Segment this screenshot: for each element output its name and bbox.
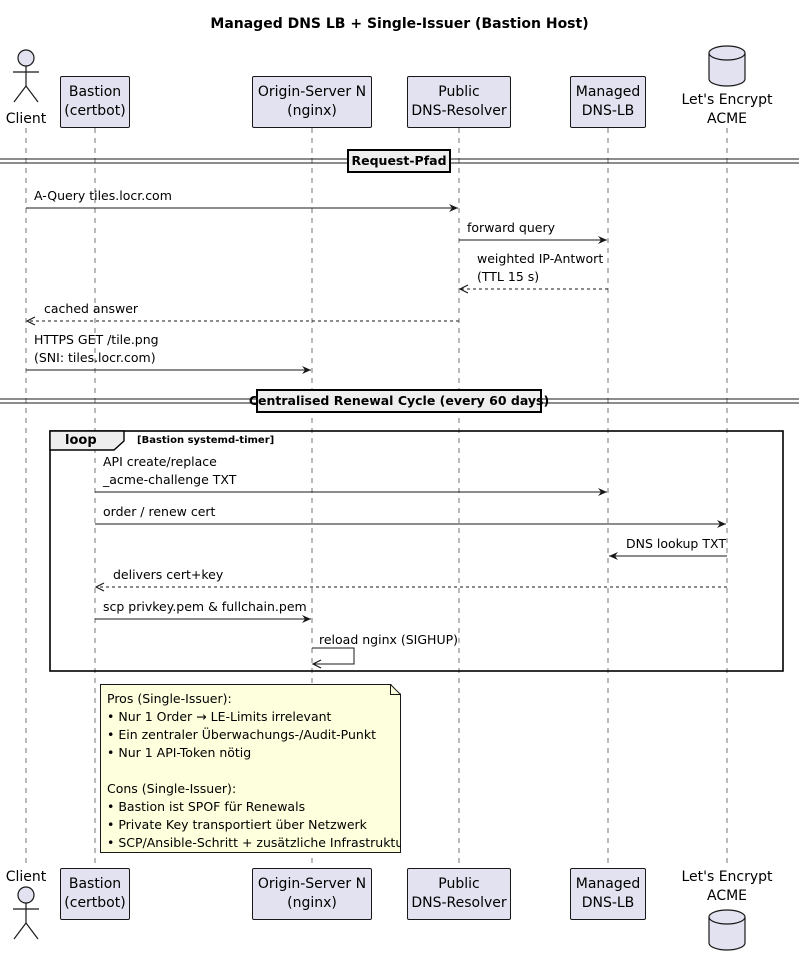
database-acme-icon-top: [708, 45, 746, 87]
label-line: ACME: [706, 111, 748, 127]
actor-client-icon-top: [13, 49, 39, 103]
message-label: weighted IP-Antwort (TTL 15 s): [477, 250, 603, 286]
database-acme-icon-bottom: [708, 909, 746, 951]
label-line: Origin-Server N: [257, 876, 367, 892]
participant-client-label-top: Client: [0, 110, 66, 129]
label-line: _acme-challenge TXT: [103, 472, 237, 487]
message-label: forward query: [467, 219, 555, 237]
label-line: (certbot): [64, 895, 126, 911]
message-label: reload nginx (SIGHUP): [319, 631, 458, 649]
message-label: HTTPS GET /tile.png (SNI: tiles.locr.com): [34, 331, 159, 367]
label-line: DNS-LB: [581, 895, 635, 911]
loop-condition: [Bastion systemd-timer]: [137, 435, 275, 446]
label-line: reload nginx (SIGHUP): [319, 632, 459, 647]
message-arrow: [312, 647, 355, 664]
label-line: Public: [438, 876, 480, 892]
label-line: Let's Encrypt: [681, 869, 773, 885]
label-line: DNS lookup TXT: [626, 536, 726, 551]
label-line: Origin-Server N: [257, 84, 367, 100]
message-label: scp privkey.pem & fullchain.pem: [103, 598, 307, 616]
participant-bastion-top: Bastion (certbot): [60, 76, 130, 128]
loop-tab: [49, 430, 125, 451]
label-line: Client: [5, 869, 47, 885]
participant-origin-top: Origin-Server N (nginx): [252, 76, 372, 128]
participant-client-label-bottom: Client: [0, 868, 66, 887]
label-line: (certbot): [64, 103, 126, 119]
label-line: scp privkey.pem & fullchain.pem: [103, 599, 307, 614]
label-line: order / renew cert: [103, 504, 216, 519]
note-line: Cons (Single-Issuer):: [107, 781, 237, 796]
label-line: HTTPS GET /tile.png: [34, 332, 159, 347]
note-line: • SCP/Ansible-Schritt + zusätzliche Infr…: [107, 835, 409, 850]
participant-bastion-bottom: Bastion (certbot): [60, 868, 130, 920]
label-line: forward query: [467, 220, 555, 235]
note-line: Pros (Single-Issuer):: [107, 691, 232, 706]
label-line: A-Query tiles.locr.com: [34, 188, 172, 203]
label-line: Client: [5, 111, 47, 127]
label-line: DNS-LB: [581, 103, 635, 119]
label-line: Managed: [575, 84, 641, 100]
loop-frame: [49, 430, 784, 672]
label-line: Public: [438, 84, 480, 100]
label-line: Let's Encrypt: [681, 92, 773, 108]
note-line: • Nur 1 Order → LE-Limits irrelevant: [107, 709, 332, 724]
loop-label: loop: [65, 433, 97, 448]
note-line: • Bastion ist SPOF für Renewals: [107, 799, 306, 814]
message-label: delivers cert+key: [113, 566, 223, 584]
label-line: Managed: [575, 876, 641, 892]
message-label: DNS lookup TXT: [626, 535, 726, 553]
label-line: weighted IP-Antwort: [477, 251, 604, 266]
actor-client-icon-bottom: [13, 886, 39, 940]
label-line: (nginx): [287, 103, 337, 119]
label-line: (nginx): [287, 895, 337, 911]
divider-label: Centralised Renewal Cycle (every 60 days…: [249, 389, 549, 413]
label-line: cached answer: [44, 301, 139, 316]
pros-cons-note: Pros (Single-Issuer): • Nur 1 Order → LE…: [100, 684, 401, 853]
note-line: [107, 762, 394, 780]
note-line: • Nur 1 API-Token nötig: [107, 745, 252, 760]
note-line: • Ein zentraler Überwachungs-/Audit-Punk…: [107, 727, 376, 742]
label-line: (TTL 15 s): [477, 269, 540, 284]
label-line: DNS-Resolver: [411, 895, 507, 911]
label-line: (SNI: tiles.locr.com): [34, 350, 156, 365]
label-line: API create/replace: [103, 454, 217, 469]
label-line: DNS-Resolver: [411, 103, 507, 119]
divider-label: Request-Pfad: [347, 149, 451, 173]
participant-origin-bottom: Origin-Server N (nginx): [252, 868, 372, 920]
label-line: Bastion: [68, 876, 122, 892]
note-line: • Private Key transportiert über Netzwer…: [107, 817, 367, 832]
message-label: A-Query tiles.locr.com: [34, 187, 172, 205]
label-line: Bastion: [68, 84, 122, 100]
label-line: ACME: [706, 888, 748, 904]
message-label: order / renew cert: [103, 503, 215, 521]
label-line: delivers cert+key: [113, 567, 224, 582]
message-label: cached answer: [44, 300, 138, 318]
diagram-title: Managed DNS LB + Single-Issuer (Bastion …: [210, 16, 589, 32]
note-fold-icon: [390, 684, 401, 695]
message-label: API create/replace _acme-challenge TXT: [103, 453, 236, 489]
